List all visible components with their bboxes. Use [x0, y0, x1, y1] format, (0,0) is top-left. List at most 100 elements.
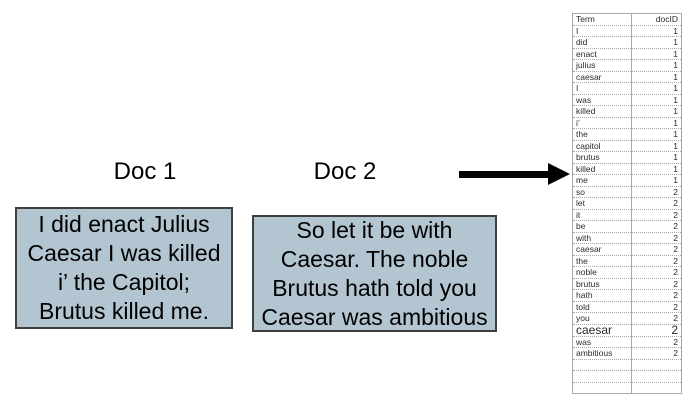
doc1-text-line: I did enact Julius — [38, 211, 210, 237]
term-cell: I — [572, 82, 632, 95]
doc2-text-line: Brutus hath told you — [272, 274, 477, 301]
term-cell: the — [572, 128, 632, 141]
term-cell: capitol — [572, 140, 632, 152]
docid-cell: 1 — [631, 94, 682, 106]
term-cell: brutus — [572, 278, 632, 290]
term-cell: caesar — [572, 71, 632, 83]
doc1-label: Doc 1 — [113, 158, 177, 185]
docid-cell: 1 — [631, 82, 682, 95]
doc1-text: I did enact Julius Caesar I was killed i… — [27, 210, 220, 326]
term-cell: ambitious — [572, 347, 632, 360]
docid-cell: 2 — [631, 336, 682, 348]
doc2-box: So let it be with Caesar. The noble Brut… — [252, 215, 497, 332]
table-row — [572, 359, 682, 371]
term-column-header: Term — [572, 13, 632, 26]
docid-cell: 2 — [631, 220, 682, 233]
term-cell: was — [572, 94, 632, 106]
term-cell — [572, 359, 632, 371]
term-cell: julius — [572, 59, 632, 72]
docid-cell — [631, 359, 682, 371]
term-cell — [572, 382, 632, 394]
docid-cell — [631, 370, 682, 383]
term-cell: did — [572, 36, 632, 49]
docid-cell: 1 — [631, 71, 682, 83]
docid-cell: 1 — [631, 117, 682, 129]
term-cell: it — [572, 209, 632, 221]
docid-cell: 2 — [631, 266, 682, 279]
docid-cell: 2 — [631, 243, 682, 256]
doc1-text-line: i’ the Capitol; — [57, 269, 191, 295]
docid-cell: 1 — [631, 25, 682, 37]
doc2-text-line: So let it be with — [296, 216, 453, 243]
doc1-box: I did enact Julius Caesar I was killed i… — [15, 207, 233, 329]
term-cell: caesar — [572, 324, 632, 337]
term-cell: hath — [572, 289, 632, 302]
docid-cell: 1 — [631, 105, 682, 118]
docid-cell: 2 — [631, 347, 682, 360]
docid-cell: 1 — [631, 36, 682, 49]
term-cell: killed — [572, 105, 632, 118]
docid-cell: 2 — [631, 186, 682, 198]
doc2-text-line: Caesar was ambitious — [261, 303, 488, 330]
docid-cell: 2 — [631, 232, 682, 244]
term-cell: caesar — [572, 243, 632, 256]
table-row: i’1 — [572, 117, 682, 129]
docid-cell: 2 — [631, 255, 682, 267]
arrow-shaft — [459, 171, 548, 178]
arrow-head — [548, 163, 570, 185]
term-cell: you — [572, 312, 632, 325]
doc2-text-line: Caesar. The noble — [280, 245, 469, 272]
docid-cell: 1 — [631, 59, 682, 72]
docid-cell: 2 — [631, 289, 682, 302]
term-cell: let — [572, 197, 632, 210]
term-cell: with — [572, 232, 632, 244]
term-cell — [572, 370, 632, 383]
docid-cell: 1 — [631, 163, 682, 175]
doc2-text: So let it be with Caesar. The noble Brut… — [261, 216, 487, 332]
term-cell: me — [572, 174, 632, 187]
docid-cell: 1 — [631, 151, 682, 164]
docid-cell: 1 — [631, 174, 682, 187]
table-row — [572, 370, 682, 383]
term-cell: told — [572, 301, 632, 313]
term-cell: noble — [572, 266, 632, 279]
docid-cell: 2 — [631, 209, 682, 221]
term-cell: the — [572, 255, 632, 267]
docid-column-header: docID — [631, 13, 682, 26]
table-row — [572, 382, 682, 394]
term-cell: was — [572, 336, 632, 348]
docid-cell — [631, 382, 682, 394]
docid-cell: 2 — [631, 197, 682, 210]
table-header-row: Term docID — [572, 13, 682, 26]
doc2-label: Doc 2 — [313, 158, 377, 185]
term-cell: so — [572, 186, 632, 198]
